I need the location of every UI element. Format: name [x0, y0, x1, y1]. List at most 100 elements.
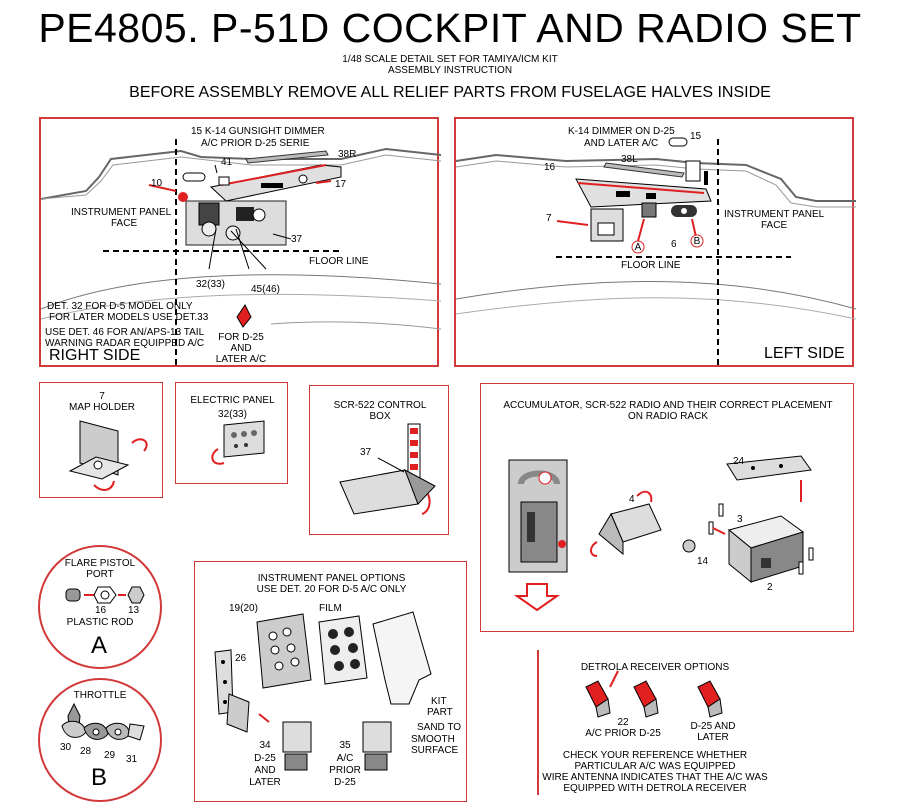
map-holder-number: 7 [99, 391, 105, 402]
part-24-label: 24 [733, 456, 745, 467]
map-holder-label: MAP HOLDER [69, 402, 135, 413]
floor-line-label: FLOOR LINE [621, 260, 681, 271]
for-d25-label: FOR D-25 [218, 332, 264, 343]
kit-part-label-2: PART [427, 707, 453, 718]
part-3-label: 3 [737, 514, 743, 525]
scr-control-panel: SCR-522 CONTROL BOX 37 [309, 385, 449, 535]
electric-panel-number: 32(33) [218, 409, 247, 420]
part-17-label: 17 [335, 179, 347, 190]
right-side-panel: 15 K-14 GUNSIGHT DIMMER A/C PRIOR D-25 S… [39, 117, 442, 367]
det46-note: USE DET. 46 FOR AN/APS-13 TAIL [45, 327, 205, 338]
page-title: PE4805. P-51D COCKPIT AND RADIO SET [38, 5, 862, 51]
instrument-options-panel: INSTRUMENT PANEL OPTIONS USE DET. 20 FOR… [194, 561, 467, 802]
instrument-panel-face-label: FACE [761, 220, 788, 231]
part-10-label: 10 [151, 178, 163, 189]
part-16-label: 16 [95, 605, 107, 616]
instrument-options-title: INSTRUMENT PANEL OPTIONS [257, 573, 406, 584]
sand-note: SAND TO [417, 722, 462, 733]
instrument-panel-label: INSTRUMENT PANEL [71, 207, 172, 218]
d25-later-and: AND [254, 765, 276, 776]
left-side-title: LEFT SIDE [764, 345, 845, 362]
kit-part-label: KIT [431, 696, 447, 707]
d25-later-label-3: LATER [249, 777, 281, 788]
sand-note-2: SMOOTH [411, 734, 455, 745]
part-31-label: 31 [126, 754, 138, 765]
part-2-label: 2 [767, 582, 773, 593]
detrola-note-4: EQUIPPED WITH DETROLA RECEIVER [563, 783, 747, 794]
k14-dimmer-note-2: AND LATER A/C [584, 138, 659, 149]
part-16-label: 16 [544, 162, 556, 173]
det32-note-2: FOR LATER MODELS USE DET.33 [49, 312, 209, 323]
part-7-label: 7 [546, 213, 552, 224]
warning-banner: BEFORE ASSEMBLY REMOVE ALL RELIEF PARTS … [129, 84, 771, 101]
k14-dimmer-note: K-14 DIMMER ON D-25 [568, 126, 675, 137]
radio-rack-panel: ACCUMULATOR, SCR-522 RADIO AND THEIR COR… [480, 383, 854, 632]
radio-rack-drawing [508, 455, 814, 612]
part-28-label: 28 [80, 746, 92, 757]
flare-pistol-port: PORT [86, 569, 114, 580]
map-holder-panel: 7 MAP HOLDER [39, 382, 163, 498]
scr-control-label: SCR-522 CONTROL [333, 400, 427, 411]
detail-b-letter: B [91, 764, 108, 791]
callout-b-label: B [693, 236, 701, 247]
det46-note-2: WARNING RADAR EQUIPPED A/C [45, 338, 205, 349]
detail-b-circle: THROTTLE 30 28 29 31 [38, 678, 162, 802]
part-38l-label: 38L [621, 154, 638, 165]
part-34-label: 34 [259, 740, 271, 751]
instrument-panel-face-label: FACE [111, 218, 138, 229]
detrola-drawing [585, 670, 723, 718]
left-side-panel: K-14 DIMMER ON D-25 AND LATER A/C 15 16 … [454, 117, 857, 367]
part-35-label: 35 [339, 740, 351, 751]
part-15-label: 15 [690, 131, 702, 142]
left-side-drawing [455, 137, 857, 367]
detrola-title: DETROLA RECEIVER OPTIONS [580, 662, 730, 673]
gunsight-dimmer-note-2: A/C PRIOR D-25 SERIE [201, 138, 310, 149]
d25-later-label: D-25 AND [690, 721, 736, 732]
part-37-label: 37 [360, 447, 372, 458]
subtitle-scale: 1/48 SCALE DETAIL SET FOR TAMIYA/ICM KIT [342, 54, 558, 65]
part-4-label: 4 [629, 494, 635, 505]
film-label: FILM [319, 603, 342, 614]
part-26-label: 26 [235, 653, 247, 664]
d25-later-label: D-25 [254, 753, 276, 764]
gunsight-dimmer-note: 15 K-14 GUNSIGHT DIMMER [191, 126, 325, 137]
throttle-label: THROTTLE [73, 690, 127, 701]
plastic-rod-label: PLASTIC ROD [66, 617, 134, 628]
electric-panel-label: ELECTRIC PANEL [190, 395, 275, 406]
prior-d25-label: A/C [336, 753, 354, 764]
radio-rack-label-2: ON RADIO RACK [627, 411, 708, 422]
for-d25-and: AND [230, 343, 252, 354]
prior-d25-label: A/C PRIOR D-25 [585, 728, 661, 739]
prior-d25-label-2: PRIOR [329, 765, 361, 776]
part-32-33-label: 32(33) [196, 279, 225, 290]
right-side-drawing [40, 139, 442, 367]
instrument-panel-label: INSTRUMENT PANEL [724, 209, 825, 220]
flare-pistol-label: FLARE PISTOL [64, 558, 136, 569]
scr-control-label-2: BOX [369, 411, 391, 422]
detrola-note-1: CHECK YOUR REFERENCE WHETHER [562, 750, 748, 761]
detrola-panel: DETROLA RECEIVER OPTIONS 22 A/C PRIOR D-… [537, 650, 768, 795]
prior-d25-label-3: D-25 [334, 777, 356, 788]
part-30-label: 30 [60, 742, 72, 753]
floor-line-label: FLOOR LINE [309, 256, 369, 267]
part-6-label: 6 [671, 239, 677, 250]
callout-a-label: A [634, 242, 642, 253]
detail-a-circle: FLARE PISTOL PORT 16 13 PLASTIC ROD [38, 545, 162, 669]
detail-b-drawing [61, 702, 145, 741]
detrola-note-3: WIRE ANTENNA INDICATES THAT THE A/C WAS [542, 772, 768, 783]
electric-panel-box: ELECTRIC PANEL 32(33) [175, 382, 288, 484]
part-45-46-label: 45(46) [251, 284, 280, 295]
electric-panel-drawing [211, 420, 265, 465]
right-side-title: RIGHT SIDE [49, 347, 141, 364]
instrument-options-subtitle: USE DET. 20 FOR D-5 A/C ONLY [256, 584, 407, 595]
detail-a-letter: A [91, 632, 108, 659]
subtitle-instruction: ASSEMBLY INSTRUCTION [387, 65, 513, 76]
part-13-label: 13 [128, 605, 140, 616]
for-d25-later: LATER A/C [215, 354, 267, 365]
det32-note: DET. 32 FOR D-5 MODEL ONLY [47, 301, 193, 312]
part-41-label: 41 [221, 157, 233, 168]
part-19-20-label: 19(20) [229, 603, 258, 614]
map-holder-drawing [68, 420, 148, 491]
part-22-label: 22 [617, 717, 629, 728]
part-14-label: 14 [697, 556, 709, 567]
